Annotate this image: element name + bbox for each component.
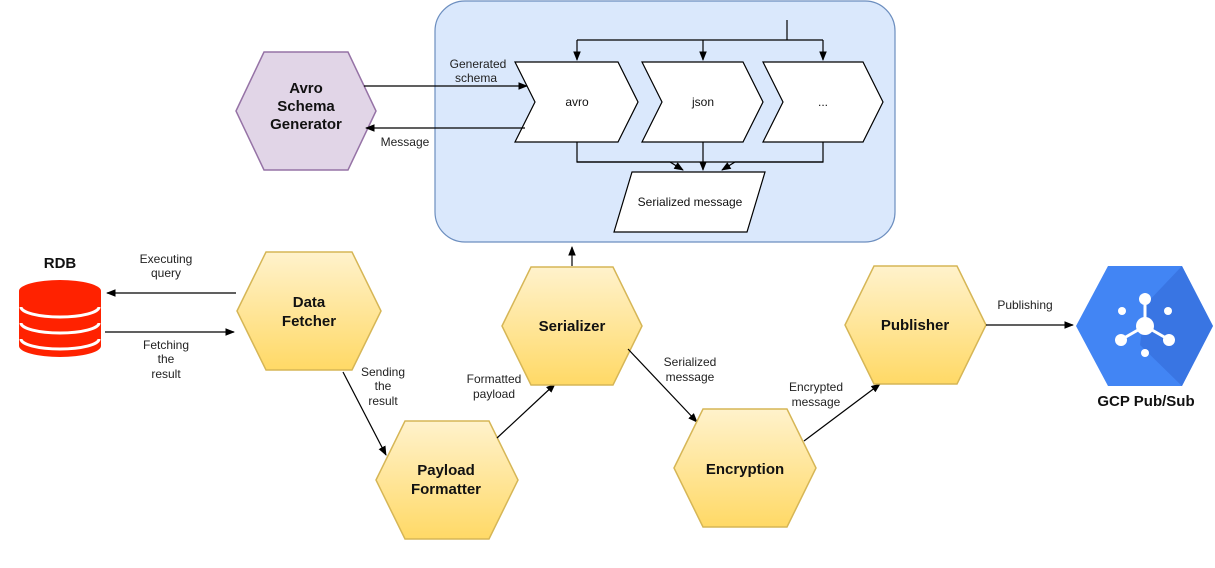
svg-text:the: the <box>375 379 392 393</box>
format-avro: avro <box>514 61 639 143</box>
database-icon <box>19 280 101 357</box>
format-avro-label: avro <box>565 95 589 109</box>
format-json-label: json <box>691 95 714 109</box>
svg-text:result: result <box>368 394 398 408</box>
format-json: json <box>641 61 764 143</box>
svg-text:payload: payload <box>473 387 515 401</box>
svg-text:Generator: Generator <box>270 116 342 133</box>
svg-text:message: message <box>792 395 841 409</box>
svg-text:Formatter: Formatter <box>411 481 481 498</box>
serializer: Serializer <box>501 266 643 386</box>
svg-text:schema: schema <box>455 71 497 85</box>
svg-text:Publisher: Publisher <box>881 317 950 334</box>
svg-text:Serializer: Serializer <box>539 318 606 335</box>
svg-text:Serialized: Serialized <box>664 355 717 369</box>
svg-text:Encryption: Encryption <box>706 461 784 478</box>
edge-sending-result <box>342 371 387 456</box>
edge-serialized-message <box>627 348 698 423</box>
avro-schema-generator: Avro Schema Generator <box>235 51 377 171</box>
format-other: ... <box>762 61 884 143</box>
svg-text:query: query <box>151 266 181 280</box>
payload-formatter: Payload Formatter <box>375 420 519 540</box>
svg-text:Publishing: Publishing <box>997 298 1052 312</box>
rdb-label: RDB <box>44 255 77 272</box>
svg-text:Fetching: Fetching <box>143 338 189 352</box>
svg-text:Fetcher: Fetcher <box>282 313 336 330</box>
svg-text:Sending: Sending <box>361 365 405 379</box>
pubsub-icon <box>1076 266 1213 386</box>
svg-text:Message: Message <box>381 135 430 149</box>
svg-text:Encrypted: Encrypted <box>789 380 843 394</box>
encryption: Encryption <box>673 408 817 528</box>
format-other-label: ... <box>818 95 828 109</box>
svg-text:Serialized message: Serialized message <box>638 195 743 209</box>
edge-formatted-payload <box>496 383 556 439</box>
svg-text:Payload: Payload <box>417 462 475 479</box>
svg-text:Data: Data <box>293 294 326 311</box>
svg-text:the: the <box>158 352 175 366</box>
publisher: Publisher <box>844 265 987 385</box>
svg-text:message: message <box>666 370 715 384</box>
serialized-message-box: Serialized message <box>613 171 766 233</box>
edge-encrypted-message <box>803 383 881 442</box>
gcp-pubsub-label: GCP Pub/Sub <box>1097 393 1194 410</box>
svg-text:Schema: Schema <box>277 98 335 115</box>
svg-text:Executing: Executing <box>140 252 193 266</box>
svg-text:Avro: Avro <box>289 80 323 97</box>
svg-text:Generated: Generated <box>450 57 507 71</box>
data-fetcher: Data Fetcher <box>236 251 382 371</box>
svg-text:Formatted: Formatted <box>467 372 522 386</box>
svg-text:result: result <box>151 367 181 381</box>
